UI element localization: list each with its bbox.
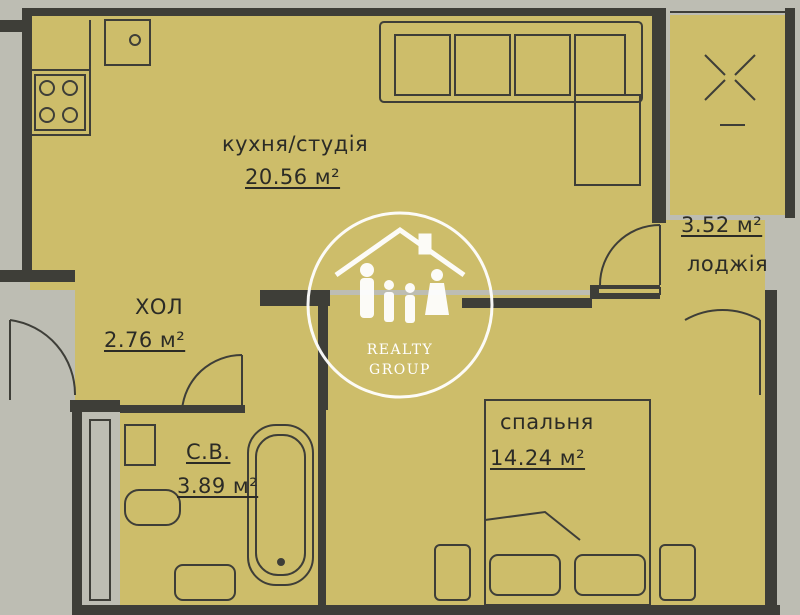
watermark-line1: REALTY: [366, 342, 434, 358]
wall-bath-left: [72, 405, 82, 615]
kitchen-floor: [30, 15, 655, 290]
floor-areas: [30, 15, 785, 610]
loggia-name: лоджія: [687, 252, 769, 276]
wall-hall-top: [0, 270, 75, 282]
loggia-window: [659, 11, 785, 215]
hall-name: ХОЛ: [135, 295, 184, 319]
wall-bottom: [80, 605, 780, 615]
kitchen-name: кухня/студія: [222, 132, 369, 156]
wall-top: [30, 8, 660, 16]
bathroom-fixtures: [89, 419, 314, 601]
bedroom-floor: [325, 295, 765, 610]
washbasin-icon: [174, 564, 236, 601]
loggia-passage-floor: [655, 220, 765, 300]
bathroom-area: 3.89 м²: [177, 474, 259, 498]
loggia-floor: [670, 15, 785, 215]
wall-bedroom-top-left: [260, 290, 330, 306]
bedroom-door: [684, 309, 761, 395]
wall-entrance-lower: [70, 400, 120, 412]
bathtub-icon: [247, 424, 314, 586]
wall-right: [765, 290, 777, 615]
kitchen-area: 20.56 м²: [245, 165, 341, 189]
entrance-door: [9, 319, 77, 400]
loggia-area: 3.52 м²: [681, 213, 763, 237]
toilet-icon: [124, 489, 181, 526]
hall-area: 2.76 м²: [104, 328, 186, 352]
wall-loggia-left: [652, 8, 666, 223]
bedroom-area: 14.24 м²: [490, 446, 586, 470]
wall-bedroom-top-right: [462, 298, 592, 308]
sofa-icon: [379, 21, 643, 186]
wall-left-ext: [0, 20, 22, 32]
bedroom-name: спальня: [500, 410, 594, 434]
stove-icon: [34, 74, 86, 131]
wall-bath-right: [318, 405, 326, 610]
bathroom-name: С.В.: [186, 440, 231, 464]
bathroom-floor: [120, 405, 320, 610]
loggia-door: [599, 224, 661, 286]
realty-group-logo: [306, 211, 494, 399]
wall-loggia-right: [785, 8, 795, 218]
bed-icon: [434, 399, 696, 606]
kitchen-counter: [32, 19, 151, 136]
sink-icon: [104, 19, 151, 66]
wall-left-upper: [22, 8, 32, 278]
doors: [9, 224, 761, 411]
wall-hall-partition: [318, 290, 328, 410]
watermark-line2: GROUP: [369, 362, 431, 378]
bathroom-door: [181, 353, 243, 411]
